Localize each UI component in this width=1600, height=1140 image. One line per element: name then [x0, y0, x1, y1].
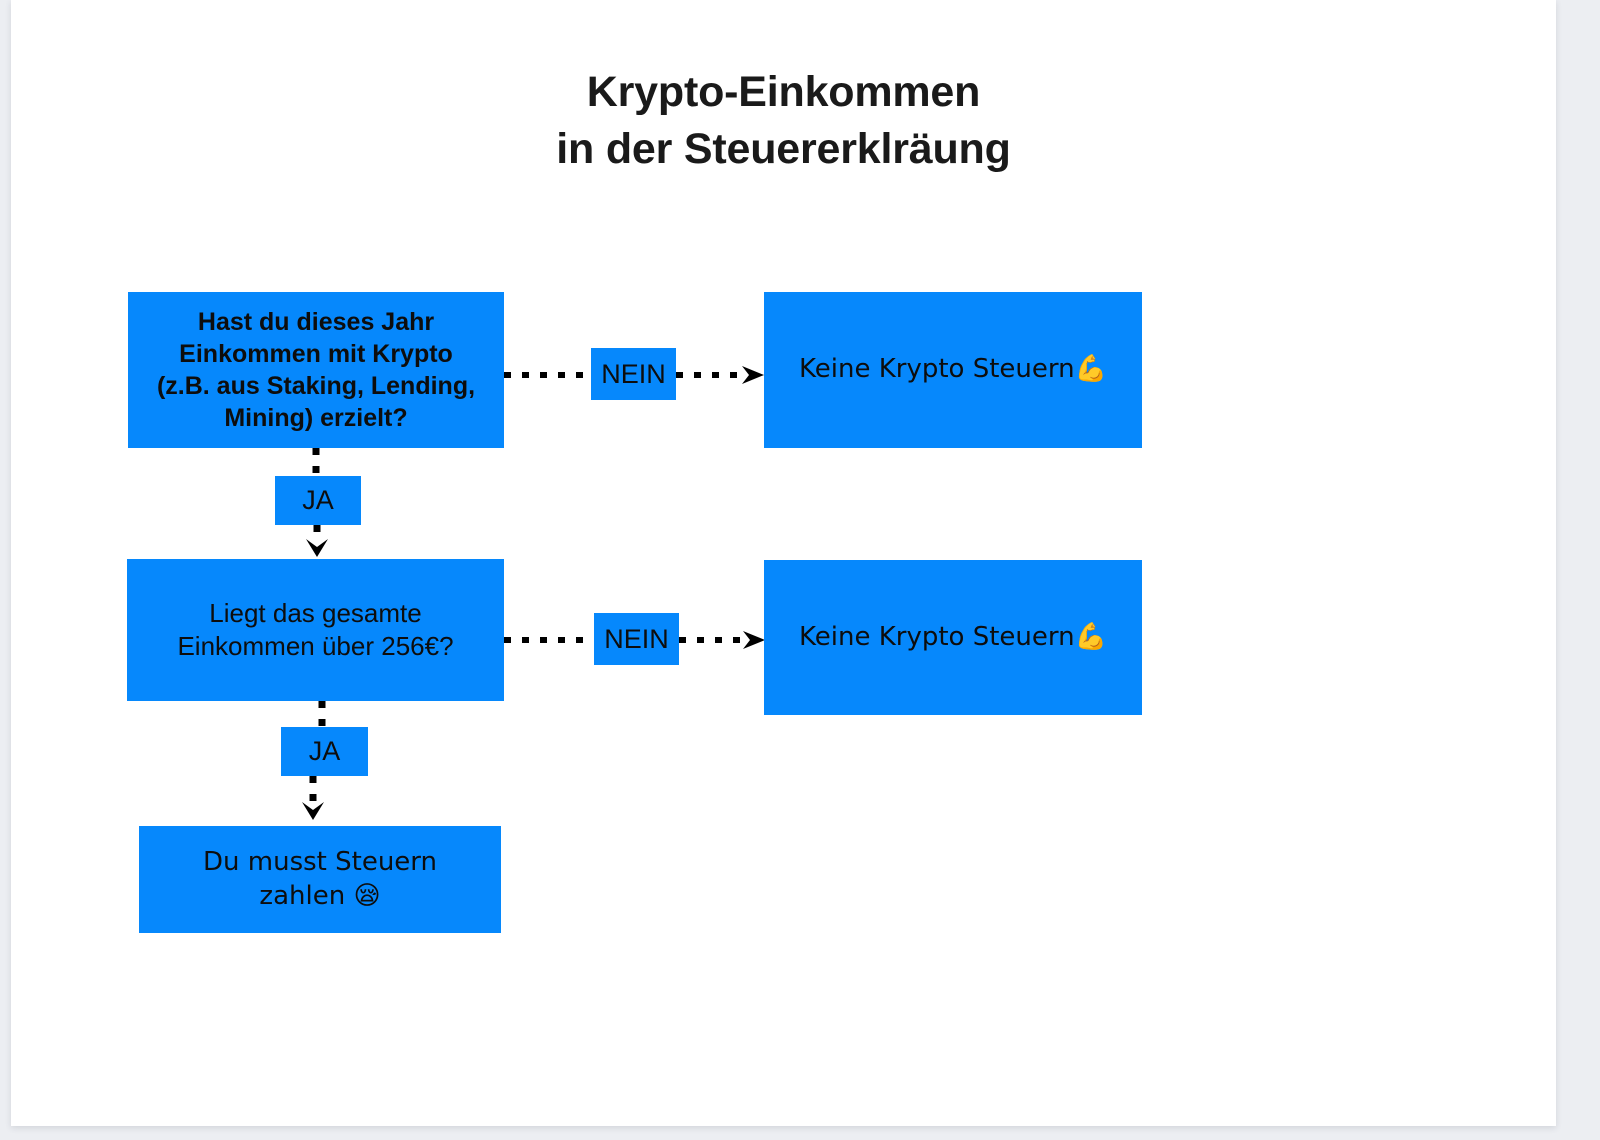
flow-node-question-1[interactable]: Hast du dieses Jahr Einkommen mit Krypto…	[128, 292, 504, 448]
edge-label-nein-2-text: NEIN	[604, 623, 669, 654]
flow-node-result-3-label: Du musst Steuern zahlen 😪	[203, 847, 437, 911]
edge-label-nein-1-text: NEIN	[601, 358, 666, 389]
page-title: Krypto-Einkommen in der Steuererklräung	[556, 68, 1011, 174]
connector-q2-to-ja-2	[318, 701, 326, 729]
connector-q1-to-result-1-left	[504, 372, 592, 378]
connector-ja-2-to-result-3	[302, 776, 324, 820]
flow-node-result-1[interactable]: Keine Krypto Steuern💪	[764, 292, 1142, 448]
arrowhead-icon	[306, 539, 328, 557]
connector-ja-1-to-q2	[306, 525, 328, 557]
edge-label-nein-1[interactable]: NEIN	[591, 348, 676, 400]
arrowhead-icon	[742, 366, 764, 384]
flow-node-result-1-label: Keine Krypto Steuern💪	[799, 354, 1107, 385]
flow-node-result-3[interactable]: Du musst Steuern zahlen 😪	[139, 826, 501, 933]
connector-q2-to-result-2-right	[679, 631, 765, 649]
connector-q1-to-result-1-right	[676, 366, 764, 384]
arrowhead-icon	[302, 802, 324, 820]
edge-label-ja-2-text: JA	[308, 736, 341, 766]
flow-node-question-1-label: Hast du dieses Jahr Einkommen mit Krypto…	[156, 308, 476, 432]
connector-q2-to-result-2-left	[504, 637, 594, 643]
flow-node-question-2[interactable]: Liegt das gesamte Einkommen über 256€?	[127, 559, 504, 701]
slide-canvas: Krypto-Einkommen in der Steuererklräung …	[11, 0, 1556, 1126]
edge-label-ja-1-text: JA	[302, 485, 334, 515]
edge-label-ja-1[interactable]: JA	[275, 476, 361, 525]
edge-label-nein-2[interactable]: NEIN	[594, 613, 679, 665]
connector-q1-to-ja-1	[312, 448, 320, 478]
flow-node-question-2-label: Liegt das gesamte Einkommen über 256€?	[177, 597, 454, 661]
edge-label-ja-2[interactable]: JA	[281, 727, 368, 776]
flow-node-result-2-label: Keine Krypto Steuern💪	[799, 621, 1107, 652]
flow-node-result-2[interactable]: Keine Krypto Steuern💪	[764, 560, 1142, 715]
arrowhead-icon	[743, 631, 765, 649]
